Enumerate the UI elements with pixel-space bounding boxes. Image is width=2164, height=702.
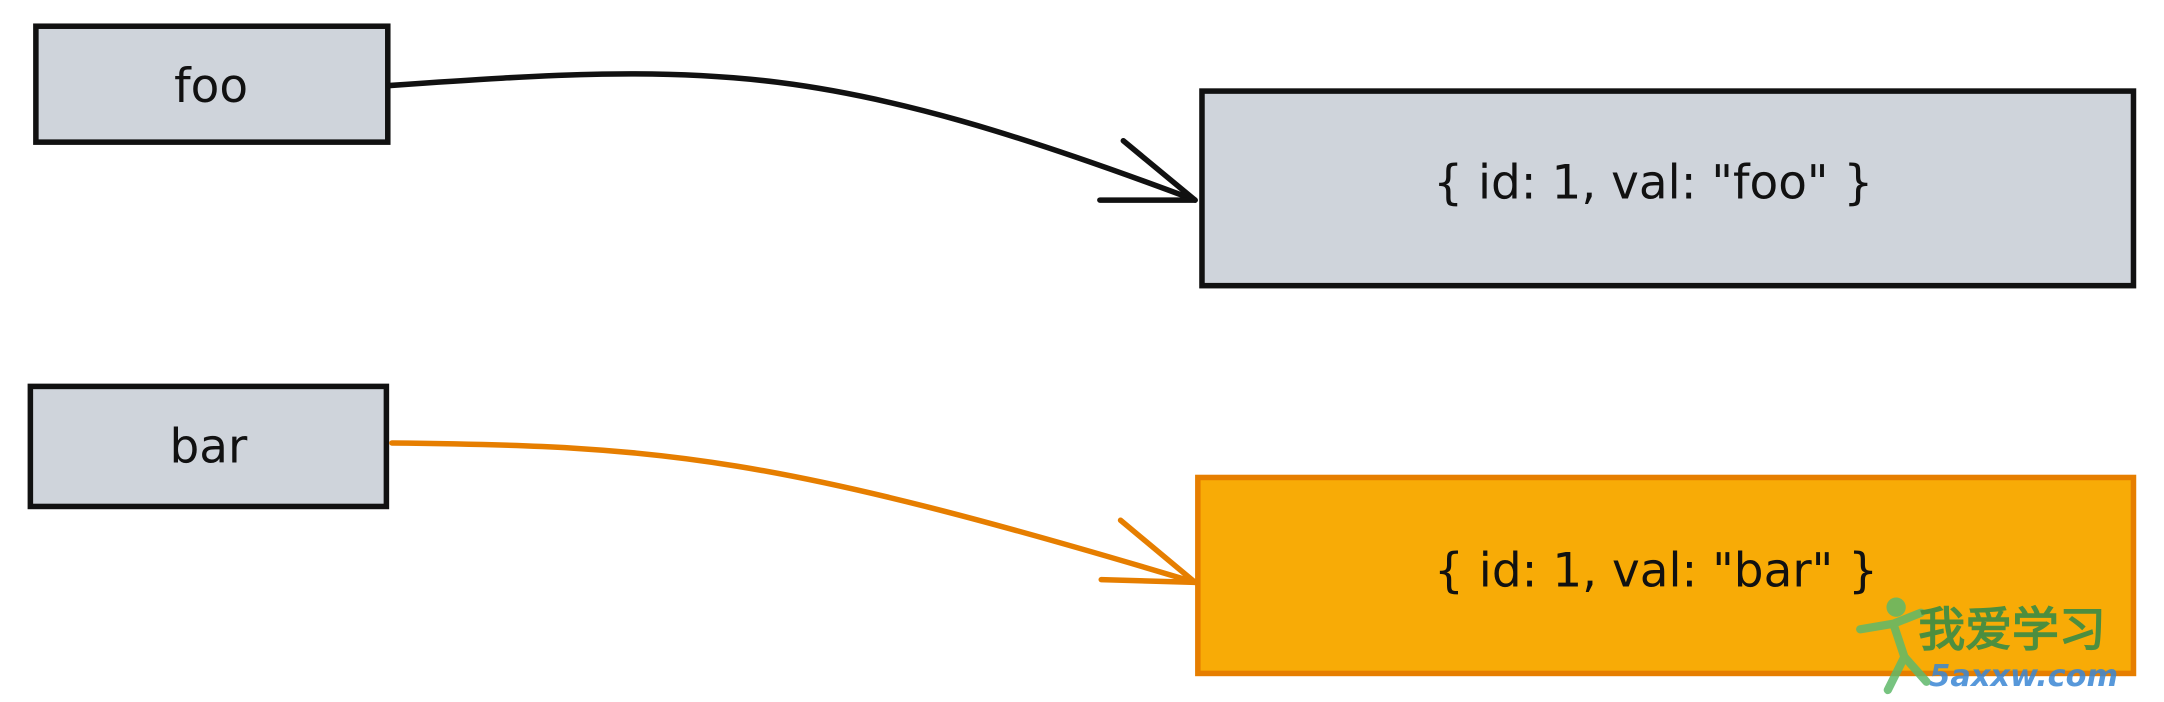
variable-box-foo: foo [33,23,391,145]
variable-label-foo: foo [174,59,248,114]
arrow-foo-to-object [386,71,1198,203]
variable-box-bar: bar [27,383,390,510]
person-figure-icon [1856,597,1931,695]
arrow-foo-head [1097,137,1198,203]
watermark: 我爱学习 5axxw.com [1856,597,2118,695]
object-text-foo: { id: 1, val: "foo" } [1433,156,1873,211]
variable-box-foo-rect [33,23,391,145]
arrow-bar-to-object [389,440,1198,586]
object-box-bar: { id: 1, val: "bar" } [1195,474,2137,677]
object-box-foo-rect [1199,88,2137,289]
arrow-bar-line [389,440,1198,586]
object-box-bar-rect [1195,474,2137,677]
watermark-text: 我爱学习 [1918,603,2106,658]
arrow-bar-head [1098,517,1198,586]
variable-label-bar: bar [169,419,248,474]
variable-box-bar-rect [27,383,390,510]
watermark-url: 5axxw.com [1929,659,2118,694]
object-text-bar: { id: 1, val: "bar" } [1434,544,1878,599]
object-box-foo: { id: 1, val: "foo" } [1199,88,2137,289]
arrow-foo-line [386,71,1198,203]
